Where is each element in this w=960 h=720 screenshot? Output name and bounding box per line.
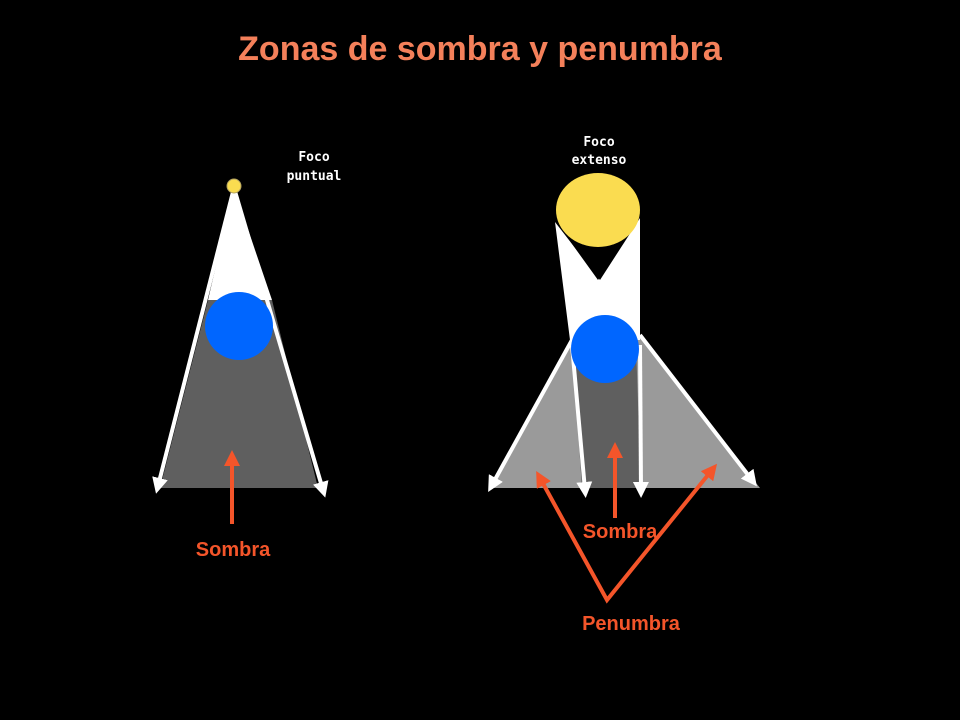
umbra-region [160, 300, 318, 488]
umbra-region [572, 345, 641, 488]
point-source-label-line1: Foco [298, 150, 329, 165]
light-ray-right-inner [632, 344, 649, 498]
penumbra-label: Penumbra [582, 613, 681, 635]
extended-source-label-line2: extenso [572, 153, 627, 168]
extended-source-label-line1: Foco [583, 135, 614, 150]
point-source-diagram: Foco puntual Sombra [152, 150, 342, 561]
extended-source-diagram: Foco extenso Sombra Penumbra [488, 135, 760, 635]
light-cone [208, 188, 272, 300]
penumbra-pointer-arrows [536, 463, 718, 604]
point-source-label-line2: puntual [287, 169, 342, 184]
opaque-object [571, 315, 639, 383]
light-ray-right-outer [488, 339, 574, 493]
extended-light-source [556, 173, 640, 247]
light-ray-right [232, 187, 329, 498]
point-light-source [226, 178, 242, 194]
page-title: Zonas de sombra y penumbra [238, 30, 722, 68]
light-ray-left-outer [638, 333, 757, 487]
shadow-label-left: Sombra [196, 539, 271, 561]
opaque-object [205, 292, 273, 360]
light-ray-left [152, 187, 236, 494]
shadow-label-right: Sombra [583, 521, 658, 543]
